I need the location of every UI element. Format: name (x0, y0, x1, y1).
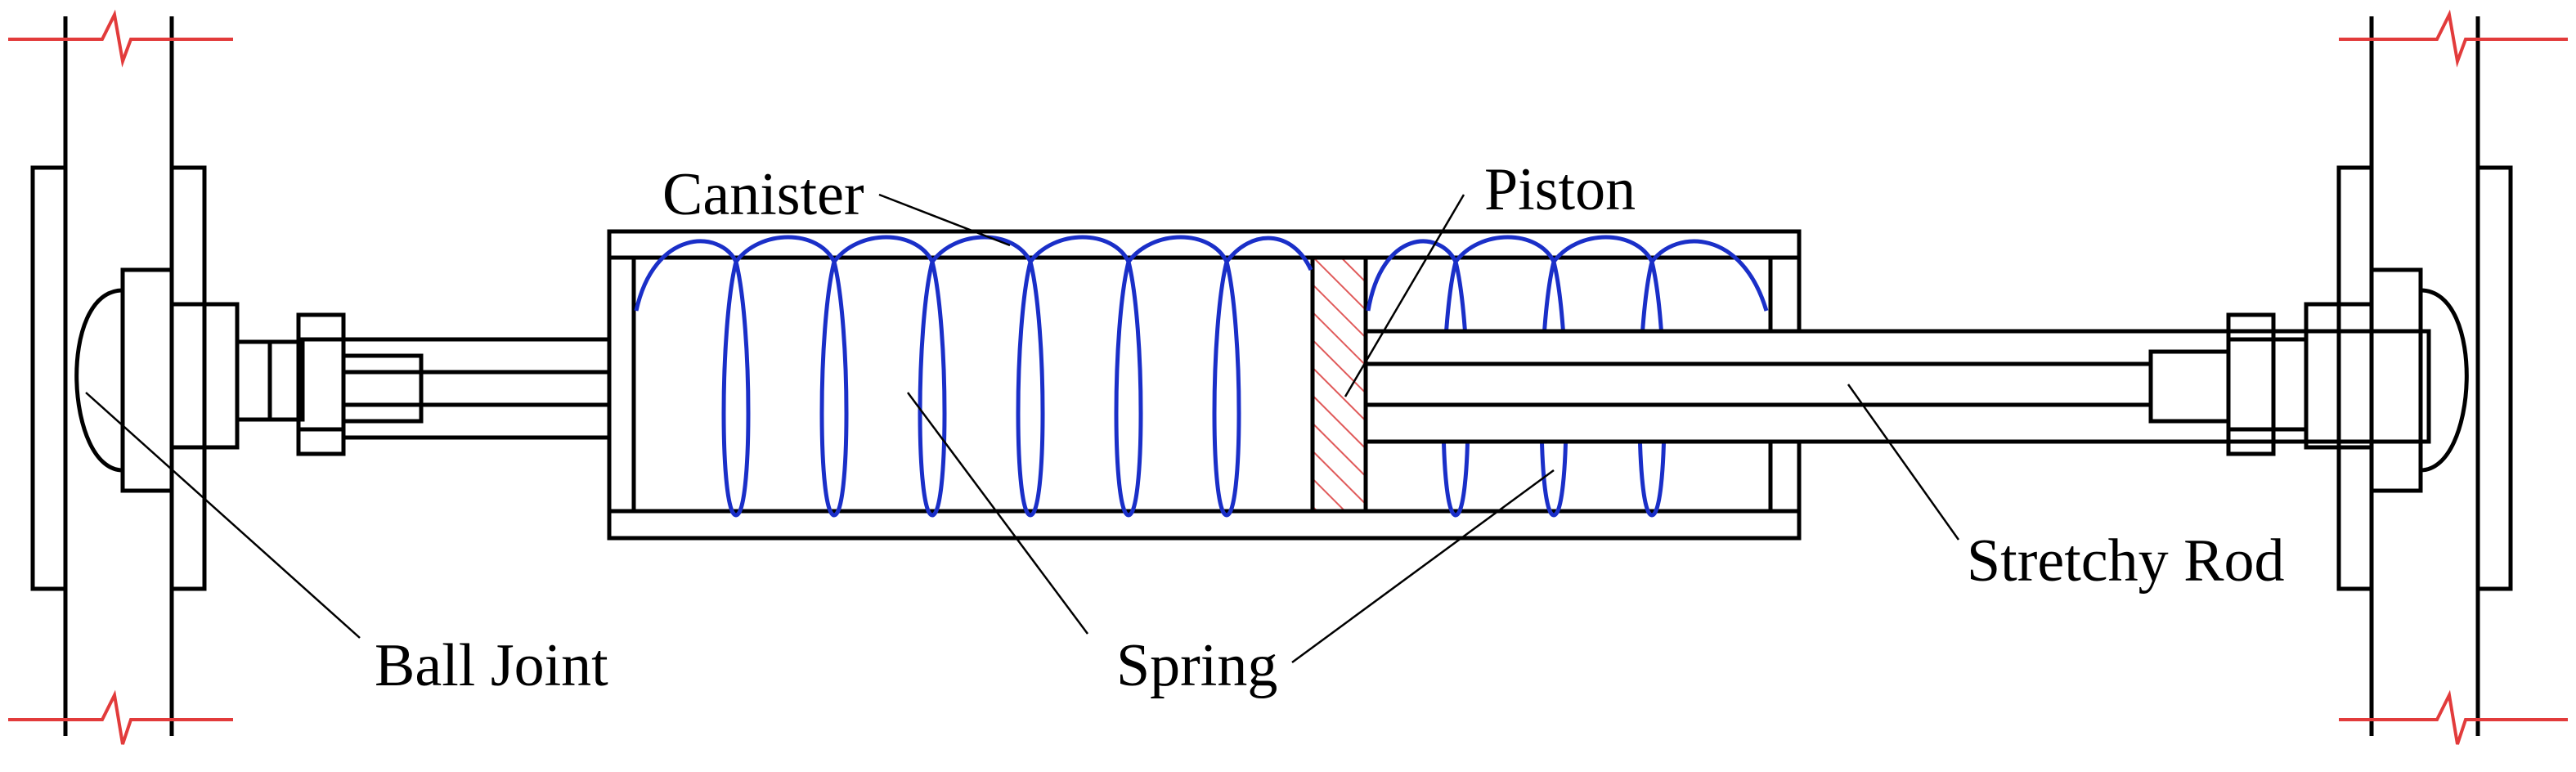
left-spring (634, 235, 1313, 518)
label-piston: Piston (1484, 156, 1636, 223)
right-break-marks (2339, 9, 2568, 745)
left-ball-joint (74, 288, 125, 473)
leader-lines (85, 193, 1960, 664)
label-canister: Canister (662, 161, 864, 228)
right-spring (1366, 235, 1769, 518)
label-stretchy-rod: Stretchy Rod (1967, 527, 2284, 595)
right-support (2226, 16, 2513, 736)
label-ball-joint: Ball Joint (375, 632, 608, 699)
left-rod (296, 312, 609, 456)
label-spring: Spring (1116, 632, 1277, 699)
right-ball-joint (2418, 288, 2469, 473)
piston (1310, 255, 1368, 514)
left-break-marks (8, 9, 233, 745)
stretchy-rod (1363, 329, 2431, 444)
left-support (30, 16, 305, 736)
